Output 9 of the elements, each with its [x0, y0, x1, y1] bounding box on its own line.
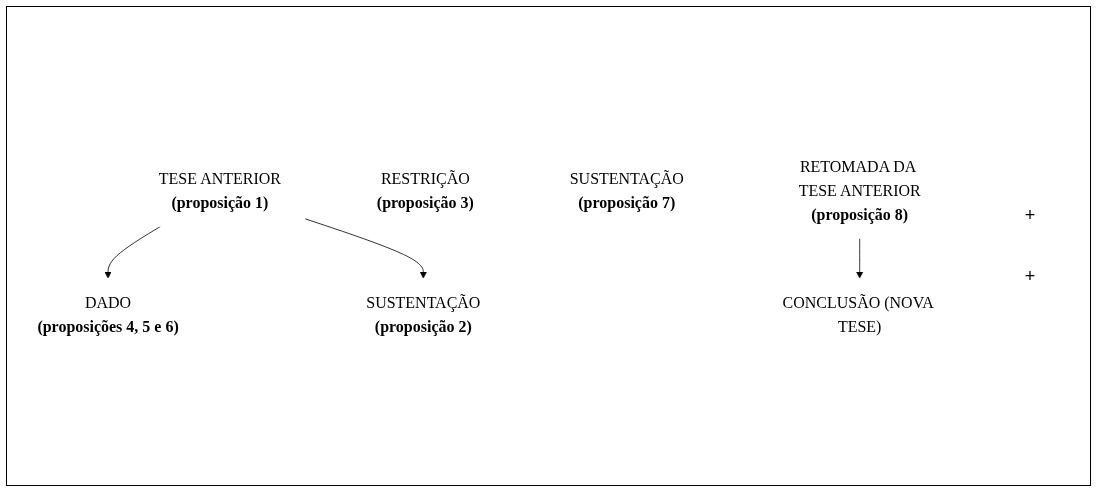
- node-text: CONCLUSÃO (NOVA TESE): [782, 293, 933, 335]
- node-text: RETOMADA DA TESE ANTERIOR (proposição 8): [798, 157, 921, 223]
- node-text: TESE ANTERIOR (proposição 1): [158, 169, 281, 211]
- node-text: SUSTENTAÇÃO (proposição 7): [569, 169, 684, 211]
- plus-sign: +: [1024, 266, 1036, 287]
- node-text: DADO (proposições 4, 5 e 6): [37, 293, 179, 335]
- node-text: SUSTENTAÇÃO (proposição 2): [366, 293, 481, 335]
- node-text: RESTRIÇÃO (proposição 3): [376, 169, 474, 211]
- plus-sign: +: [1024, 205, 1036, 226]
